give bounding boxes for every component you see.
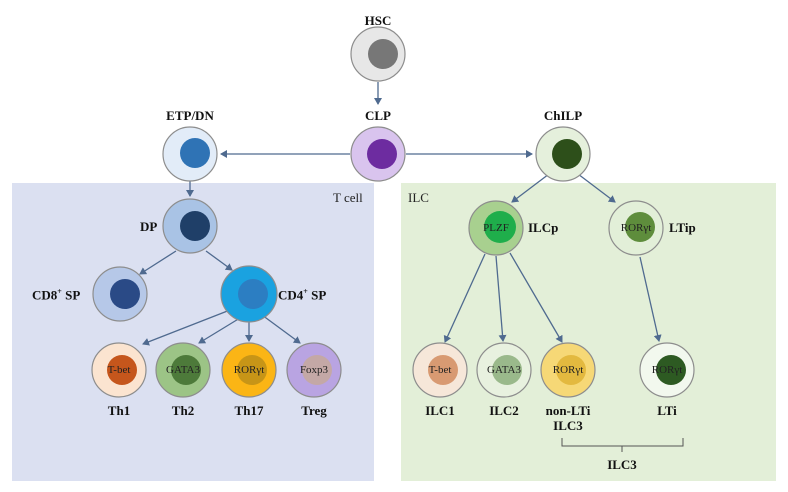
arrow-dp-cd8 — [139, 250, 177, 275]
tbet-th1-marker: T-bet — [107, 364, 131, 376]
ilc1-label: ILC1 — [425, 403, 455, 418]
non-lti-ilc3-cell — [540, 342, 596, 398]
arrow-cd4-treg — [261, 314, 301, 344]
lti-label: LTi — [657, 403, 677, 418]
treg-cell — [286, 342, 342, 398]
hsc-cell — [350, 26, 406, 82]
ilc3-bracket — [561, 438, 684, 452]
etp-dn-label: ETP/DN — [166, 108, 214, 123]
ilc2-label: ILC2 — [489, 403, 519, 418]
dp-cell — [162, 198, 218, 254]
th1-label: Th1 — [107, 403, 131, 418]
arrow-dp-cd4 — [205, 250, 233, 271]
ilc1-cell — [412, 342, 468, 398]
th17-label: Th17 — [234, 403, 264, 418]
arrow-chilp-ltip — [577, 173, 616, 203]
ror-ilc3-marker: RORγt — [552, 364, 584, 376]
arrow-cd4-th1 — [142, 309, 231, 346]
plzf-marker: PLZF — [483, 222, 509, 234]
chilp-cell — [535, 126, 591, 182]
etp-dn-cell — [162, 126, 218, 182]
ilc-panel — [401, 183, 776, 481]
foxp3-treg-marker: Foxp3 — [299, 364, 329, 376]
gata3-ilc2-marker: GATA3 — [487, 364, 521, 376]
cd8-sp-cell — [92, 266, 148, 322]
arrow-ilcp-ilc2 — [495, 255, 507, 342]
ilcp-label: ILCp — [528, 220, 559, 235]
ltip-label: LTip — [669, 220, 696, 235]
ilc2-cell — [476, 342, 532, 398]
th2-cell — [155, 342, 211, 398]
clp-cell — [350, 126, 406, 182]
ror-lti-marker: RORγt — [651, 364, 683, 376]
cd8-sp-label: CD8+ SP — [32, 287, 81, 303]
th17-cell — [221, 342, 277, 398]
ilc3-group-label: ILC3 — [607, 457, 637, 472]
th1-cell — [91, 342, 147, 398]
treg-label: Treg — [301, 403, 327, 418]
t-cell-panel-title: T cell — [333, 190, 363, 205]
cd4-sp-cell — [220, 265, 278, 323]
clp-label: CLP — [365, 108, 391, 123]
gata3-th2-marker: GATA3 — [166, 364, 200, 376]
hsc-label: HSC — [364, 13, 392, 28]
dp-label: DP — [140, 219, 158, 234]
ror-ltip-marker: RORγt — [620, 222, 652, 234]
ilcp-cell — [468, 200, 524, 256]
chilp-label: ChILP — [543, 108, 583, 123]
arrow-ltip-lti — [639, 256, 662, 342]
arrow-ilcp-ilc1 — [443, 253, 486, 343]
tbet-ilc1-marker: T-bet — [428, 364, 452, 376]
lti-cell — [639, 342, 695, 398]
arrow-ilcp-ilc3 — [509, 252, 563, 343]
th2-label: Th2 — [171, 403, 195, 418]
ror-th17-marker: RORγt — [233, 364, 265, 376]
cd4-sp-label: CD4+ SP — [278, 287, 327, 303]
arrow-chilp-ilcp — [511, 173, 550, 203]
ilc-panel-title: ILC — [408, 190, 429, 205]
ltip-cell — [608, 200, 664, 256]
arrow-cd4-th2 — [198, 317, 241, 344]
